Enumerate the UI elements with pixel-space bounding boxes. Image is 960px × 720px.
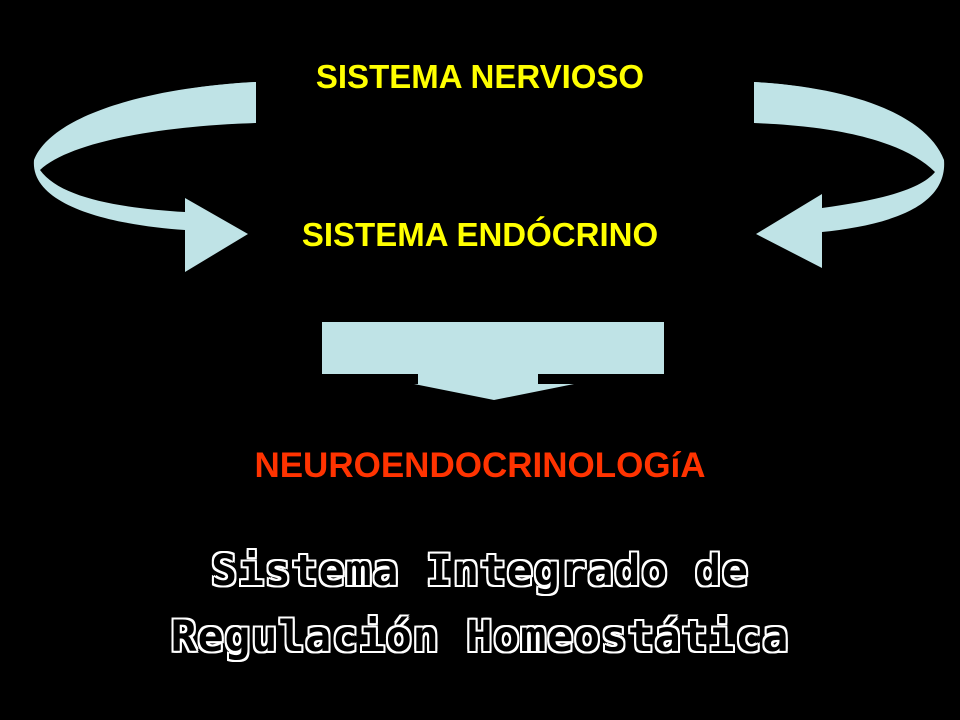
down-block-arrow — [322, 322, 664, 400]
right-arrow-body — [754, 82, 945, 268]
down-arrow-head — [414, 374, 574, 400]
left-curved-arrow — [33, 82, 256, 272]
subtitle-line-1: Sistema Integrado de — [211, 546, 749, 596]
right-curved-arrow — [754, 82, 945, 268]
left-arrow-body — [33, 82, 256, 272]
neuroendocrinologia-label: NEUROENDOCRINOLOGíA — [254, 446, 706, 485]
sistema-nervioso-label: SISTEMA NERVIOSO — [315, 58, 645, 95]
subtitle-line-2: Regulación Homeostática — [170, 612, 790, 662]
sistema-endocrino-label: SISTEMA ENDÓCRINO — [301, 216, 659, 253]
down-arrow-box — [322, 322, 664, 374]
